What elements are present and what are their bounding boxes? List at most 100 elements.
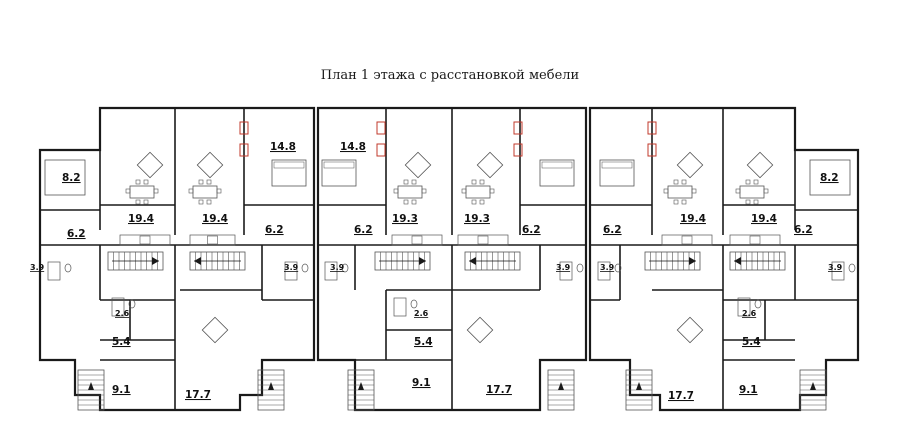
chair: [489, 188, 495, 194]
room-area-label: 17.7: [185, 389, 211, 401]
window-frame: [376, 143, 386, 157]
room-area-label: 14.8: [340, 141, 366, 153]
toilet: [341, 263, 349, 273]
bathtub: [111, 297, 125, 317]
storage-room-unit: [44, 159, 86, 196]
window-frame: [647, 121, 657, 135]
chair: [206, 179, 212, 185]
stove: [139, 235, 151, 245]
toilet: [128, 299, 136, 309]
armchair: [676, 151, 704, 179]
arrow-icon: [152, 257, 159, 265]
kitchen-counter: [119, 234, 171, 246]
chair: [681, 179, 687, 185]
chair: [198, 199, 204, 205]
kitchen-counter: [457, 234, 509, 246]
room-area-label: 17.7: [668, 390, 694, 402]
chair: [479, 179, 485, 185]
toilet: [576, 263, 584, 273]
walls: [38, 106, 860, 412]
room-area-label: 19.4: [202, 213, 228, 225]
room-area-label: 2.6: [414, 309, 429, 318]
pillow: [323, 161, 355, 169]
arrow-icon: [734, 257, 741, 265]
chair: [403, 199, 409, 205]
bed: [599, 159, 635, 187]
chair: [735, 188, 741, 194]
chair: [745, 199, 751, 205]
bathtub: [324, 261, 338, 281]
armchair: [136, 151, 164, 179]
window-frame: [239, 121, 249, 135]
room-area-label: 9.1: [112, 384, 131, 396]
building-block-outline: [588, 106, 860, 412]
arrow-icon: [194, 257, 201, 265]
arrow-icon: [419, 257, 426, 265]
bed: [539, 159, 575, 187]
room-area-label: 17.7: [486, 384, 512, 396]
chair: [763, 188, 769, 194]
chair: [753, 199, 759, 205]
chair: [745, 179, 751, 185]
chair: [135, 199, 141, 205]
pillow: [601, 161, 633, 169]
room-area-label: 6.2: [67, 228, 86, 240]
arrow-icon: [358, 382, 364, 390]
chair: [216, 188, 222, 194]
chair: [206, 199, 212, 205]
pillow: [273, 161, 305, 169]
room-area-label: 19.4: [128, 213, 154, 225]
toilet: [410, 299, 418, 309]
chair: [479, 199, 485, 205]
chair: [691, 188, 697, 194]
chair: [471, 199, 477, 205]
toilet: [301, 263, 309, 273]
room-area-label: 2.6: [742, 309, 757, 318]
pillow: [541, 161, 573, 169]
room-area-label: 19.3: [392, 213, 418, 225]
room-area-label: 2.6: [115, 309, 130, 318]
window-frame: [376, 121, 386, 135]
fixtures: [44, 121, 856, 411]
chair: [135, 179, 141, 185]
storage-room-unit: [809, 159, 851, 196]
room-area-label: 6.2: [603, 224, 622, 236]
chair: [471, 179, 477, 185]
arrow-icon: [268, 382, 274, 390]
stove: [749, 235, 761, 245]
armchair: [404, 151, 432, 179]
window-frame: [513, 143, 523, 157]
arrow-icon: [88, 382, 94, 390]
bathtub: [559, 261, 573, 281]
armchair: [746, 151, 774, 179]
dining-table: [397, 185, 423, 199]
chair: [411, 199, 417, 205]
arrow-icon: [469, 257, 476, 265]
window-frame: [513, 121, 523, 135]
chair: [421, 188, 427, 194]
kitchen-counter: [661, 234, 713, 246]
arrow-icon: [689, 257, 696, 265]
stove: [207, 235, 218, 245]
stove: [411, 235, 423, 245]
arrow-icon: [558, 382, 564, 390]
chair: [461, 188, 467, 194]
dining-table: [739, 185, 765, 199]
room-area-label: 19.4: [751, 213, 777, 225]
bed: [271, 159, 307, 187]
armchair: [476, 151, 504, 179]
dining-table: [192, 185, 218, 199]
room-area-label: 19.3: [464, 213, 490, 225]
chair: [681, 199, 687, 205]
room-area-label: 14.8: [270, 141, 296, 153]
bathtub: [737, 297, 751, 317]
room-area-label: 3.9: [30, 263, 45, 272]
dining-table: [465, 185, 491, 199]
kitchen-counter: [189, 234, 236, 246]
armchair: [676, 316, 704, 344]
plan-title: План 1 этажа с расстановкой мебели: [320, 68, 580, 83]
bathtub: [831, 261, 845, 281]
stove: [477, 235, 489, 245]
